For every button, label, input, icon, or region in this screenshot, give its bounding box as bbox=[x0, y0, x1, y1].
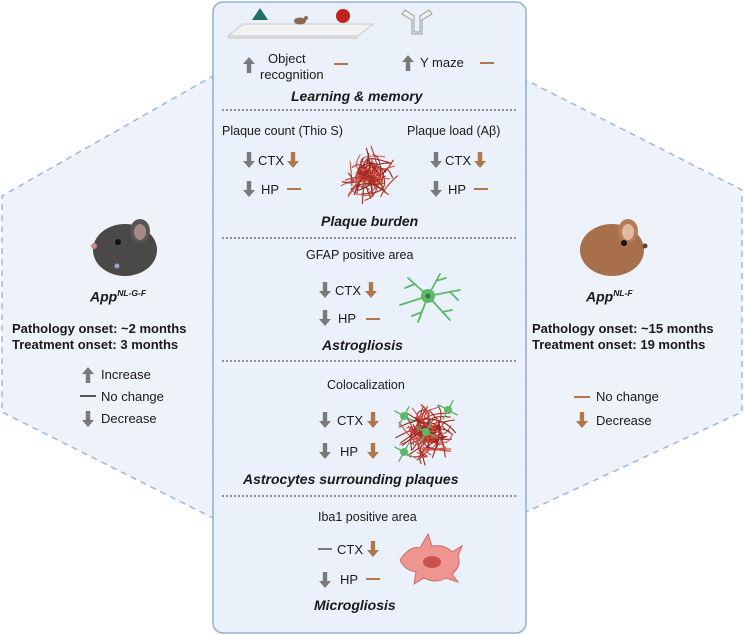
plaque-fiber bbox=[367, 158, 392, 164]
object-recognition-label: Object bbox=[268, 51, 306, 66]
right-model-name: AppNL-F bbox=[586, 288, 633, 305]
dash-icon bbox=[80, 395, 96, 397]
hp-label: HP bbox=[261, 182, 280, 197]
astrocyte-process bbox=[403, 451, 415, 458]
plaque-icon bbox=[340, 145, 399, 205]
plaque-fiber bbox=[357, 162, 376, 180]
astrocyte-process bbox=[393, 410, 405, 417]
plaque-fiber bbox=[421, 432, 447, 450]
object-recognition-arena-icon bbox=[226, 8, 375, 39]
astrocyte-process bbox=[398, 415, 405, 427]
plaque-fiber bbox=[414, 416, 434, 425]
right-pathology-onset: Pathology onset: ~15 months bbox=[532, 321, 714, 336]
ctx-label: CTX bbox=[445, 153, 471, 168]
astrocyte-process bbox=[447, 409, 459, 416]
left-treatment-onset: Treatment onset: 3 months bbox=[12, 337, 179, 352]
dash-icon bbox=[366, 578, 380, 580]
plaque-with-astrocytes-icon bbox=[393, 399, 459, 466]
dash-icon bbox=[574, 396, 590, 398]
dash-icon bbox=[366, 318, 380, 320]
astrocyte-process bbox=[420, 431, 427, 443]
plaque-fiber bbox=[398, 421, 432, 456]
plaque-burden-title: Plaque burden bbox=[321, 213, 419, 229]
microgliosis-title: Microgliosis bbox=[314, 597, 396, 613]
dash-icon bbox=[480, 62, 494, 64]
legend-increase-label: Increase bbox=[101, 367, 151, 382]
mouse-icon-left bbox=[91, 219, 157, 276]
astrocyte-process bbox=[415, 426, 427, 433]
plaque-fiber bbox=[355, 154, 370, 171]
iba1-header: Iba1 positive area bbox=[318, 510, 417, 524]
plaque-fiber bbox=[364, 163, 378, 176]
astrocyte-process bbox=[425, 431, 437, 438]
right-hexagon bbox=[525, 78, 743, 514]
plaque-load-header: Plaque load (Aβ) bbox=[407, 124, 501, 138]
plaque-fiber bbox=[366, 179, 383, 193]
left-model-name: AppNL-G-F bbox=[90, 288, 147, 305]
ctx-label: CTX bbox=[337, 413, 363, 428]
plaque-fiber bbox=[344, 175, 370, 183]
ctx-label: CTX bbox=[337, 542, 363, 557]
astrocyte-process bbox=[437, 404, 449, 411]
y-maze-label: Y maze bbox=[420, 55, 464, 70]
colocalization-header: Colocalization bbox=[327, 378, 405, 392]
plaque-fiber bbox=[424, 410, 453, 443]
right-treatment-onset: Treatment onset: 19 months bbox=[532, 337, 706, 352]
legend-decrease-label: Decrease bbox=[596, 413, 652, 428]
astrogliosis-title: Astrogliosis bbox=[322, 337, 403, 353]
plaque-fiber bbox=[380, 175, 399, 198]
plaque-fiber bbox=[399, 418, 430, 444]
hp-label: HP bbox=[448, 182, 467, 197]
dash-icon bbox=[287, 188, 301, 190]
astrocyte-process bbox=[393, 446, 405, 453]
astrocyte-process bbox=[403, 441, 410, 453]
plaque-fiber bbox=[361, 181, 383, 195]
astrocyte-process bbox=[442, 409, 449, 421]
plaque-fiber bbox=[341, 172, 354, 184]
plaque-fiber bbox=[372, 153, 382, 177]
plaque-fiber bbox=[418, 435, 441, 446]
plaque-fiber bbox=[417, 419, 431, 432]
astrocyte-process bbox=[403, 415, 415, 422]
mouse-icon-right bbox=[580, 219, 648, 276]
hp-label: HP bbox=[340, 572, 359, 587]
astrocytes-plaques-title: Astrocytes surrounding plaques bbox=[243, 471, 459, 487]
hp-label: HP bbox=[340, 444, 359, 459]
astrocyte-process bbox=[403, 405, 410, 417]
dash-icon bbox=[334, 63, 348, 65]
plaque-fiber bbox=[411, 407, 438, 428]
plaque-fiber bbox=[423, 412, 432, 440]
plaque-fiber bbox=[431, 424, 441, 459]
astrocyte-icon bbox=[399, 273, 461, 323]
ctx-label: CTX bbox=[258, 153, 284, 168]
left-pathology-onset: Pathology onset: ~2 months bbox=[12, 321, 187, 336]
left-hexagon bbox=[1, 74, 214, 520]
gfap-header: GFAP positive area bbox=[306, 248, 414, 262]
astrocyte-process bbox=[425, 421, 432, 433]
plaque-fiber bbox=[441, 419, 455, 435]
legend-decrease-label: Decrease bbox=[101, 411, 157, 426]
hp-label: HP bbox=[338, 311, 357, 326]
plaque-fiber bbox=[361, 173, 369, 189]
astrocyte-process bbox=[447, 399, 454, 411]
plaque-count-header: Plaque count (Thio S) bbox=[222, 124, 343, 138]
legend-no-change-label: No change bbox=[101, 389, 164, 404]
plaque-fiber bbox=[398, 418, 457, 434]
object-recognition-label-2: recognition bbox=[260, 67, 324, 82]
dash-icon bbox=[474, 188, 488, 190]
legend-no-change-label: No change bbox=[596, 389, 659, 404]
ctx-label: CTX bbox=[335, 283, 361, 298]
learning-memory-title: Learning & memory bbox=[291, 88, 423, 104]
y-maze-icon bbox=[401, 9, 433, 35]
dash-icon bbox=[318, 548, 332, 550]
microglia-icon bbox=[399, 532, 464, 585]
plaque-fiber bbox=[412, 423, 438, 436]
plaque-fiber bbox=[381, 168, 394, 183]
astrocyte-process bbox=[398, 451, 405, 463]
